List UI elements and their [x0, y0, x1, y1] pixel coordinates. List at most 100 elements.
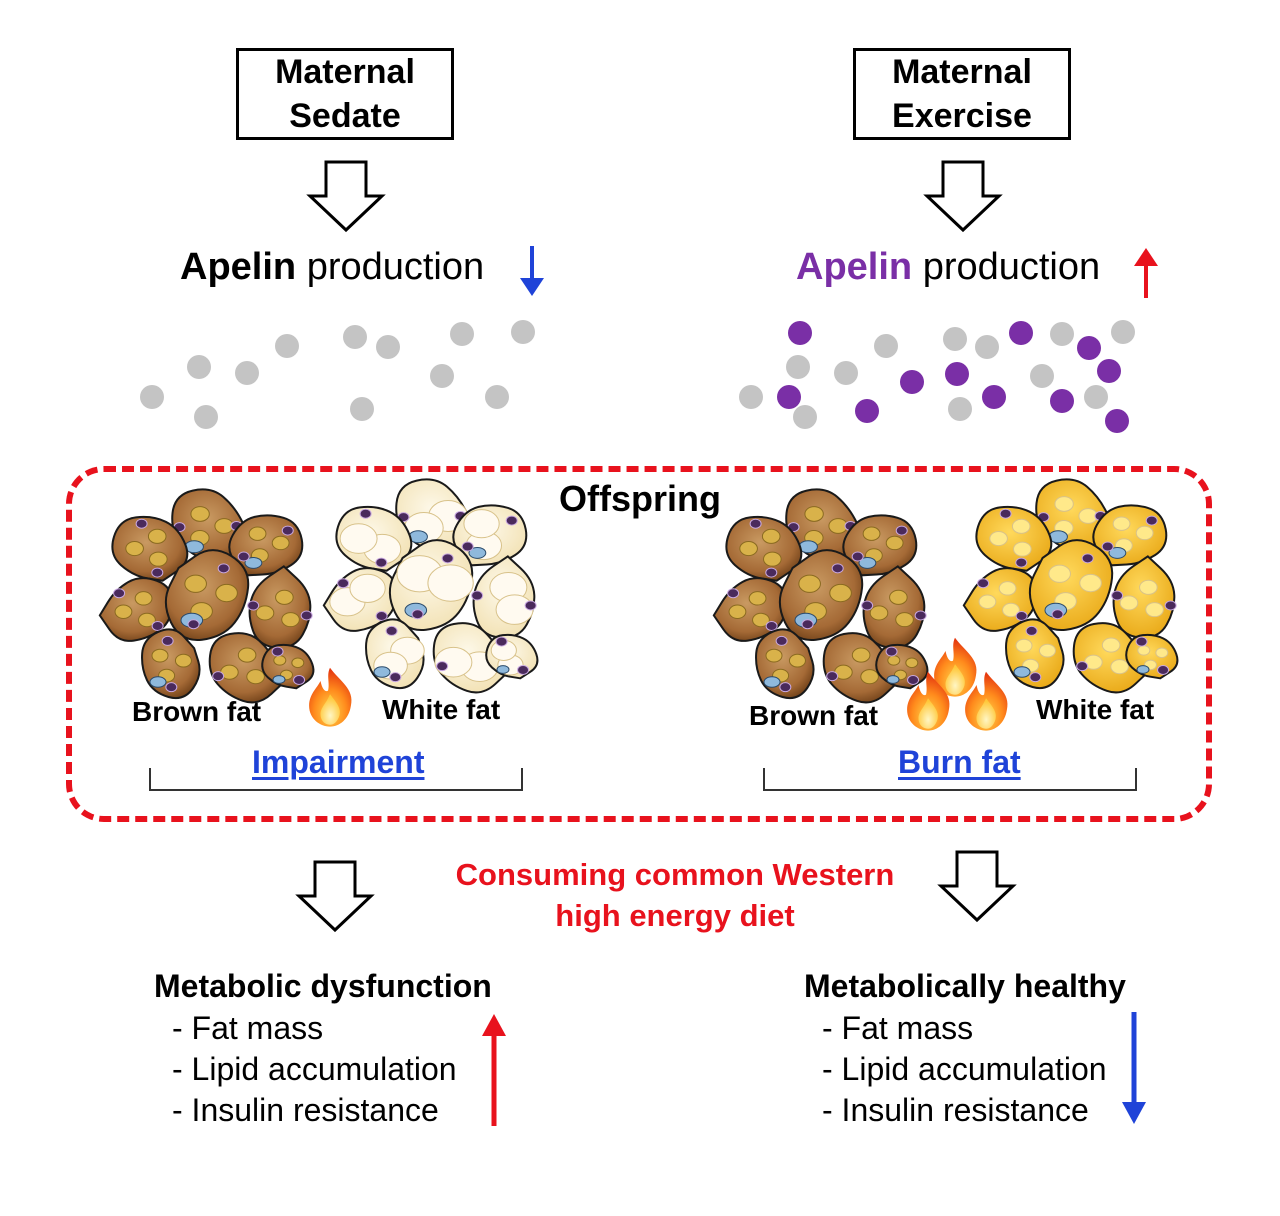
cell-nucleus — [1025, 625, 1038, 636]
cell-nucleus — [151, 567, 164, 578]
lipid-droplet — [114, 604, 133, 619]
lipid-droplet — [237, 647, 257, 663]
lipid-droplet — [1054, 496, 1074, 512]
cell-nucleus — [775, 635, 788, 646]
cell-nucleus — [1029, 672, 1042, 683]
lipid-droplet — [761, 528, 781, 544]
cell-nucleus — [436, 661, 449, 672]
lipid-droplet — [1137, 645, 1151, 656]
cell-nucleus — [977, 578, 990, 589]
bracket-right — [763, 768, 1137, 791]
lipid-droplet — [887, 655, 901, 666]
cell-nucleus — [749, 518, 762, 529]
lipid-droplet — [339, 523, 378, 554]
cell-nucleus — [375, 557, 388, 568]
cell-nucleus — [151, 621, 164, 632]
arrow-down-icon — [1122, 1012, 1146, 1124]
lipid-droplet — [989, 531, 1008, 547]
lipid-droplet — [860, 669, 879, 685]
apelin-molecules-left — [140, 320, 535, 429]
apelin-word: Apelin — [796, 246, 913, 288]
cell-nucleus — [471, 590, 484, 601]
brown-fat-label: Brown fat — [132, 696, 262, 727]
cell-nucleus — [161, 635, 174, 646]
mitochondrion — [1013, 666, 1031, 678]
cell-nucleus — [907, 674, 920, 685]
flame-icon — [309, 667, 352, 727]
cell-nucleus — [217, 563, 230, 574]
lipid-droplet — [869, 605, 889, 621]
lipid-droplet — [889, 589, 908, 605]
mitochondrion — [373, 666, 391, 678]
mitochondrion — [149, 676, 167, 688]
lipid-droplet — [829, 583, 852, 603]
cell-nucleus — [165, 682, 178, 693]
list-item: - Insulin resistance — [822, 1092, 1089, 1128]
lipid-droplet — [763, 551, 782, 567]
mitochondrion — [1108, 546, 1127, 559]
lipid-droplet — [851, 647, 871, 663]
cell-nucleus — [113, 588, 126, 599]
cell-nucleus — [441, 553, 454, 564]
list-item: - Lipid accumulation — [172, 1051, 457, 1087]
mitochondrion — [763, 676, 781, 688]
lipid-droplet — [752, 612, 770, 628]
cell-nucleus — [359, 508, 372, 519]
cell-nucleus — [765, 621, 778, 632]
diet-line-2: high energy diet — [555, 898, 795, 933]
cell-nucleus — [300, 610, 313, 621]
lipid-droplet — [1101, 637, 1121, 653]
beige-white-fat-tissue — [962, 478, 1179, 694]
condition-line-2: Sedate — [289, 97, 401, 135]
mitochondrion — [886, 675, 900, 684]
apelin-production-right: Apelin production — [796, 246, 1100, 289]
production-word: production — [922, 246, 1101, 288]
lipid-droplet — [1011, 518, 1031, 534]
cell-nucleus — [999, 508, 1012, 519]
cell-nucleus — [389, 672, 402, 683]
cell-nucleus — [1145, 515, 1158, 526]
lipid-droplet — [349, 573, 386, 603]
cell-nucleus — [461, 541, 474, 552]
lipid-droplet — [151, 648, 169, 663]
cell-nucleus — [885, 646, 898, 657]
lipid-droplet — [134, 591, 153, 606]
lipid-droplet — [1013, 541, 1032, 557]
apelin-word: Apelin — [180, 246, 297, 288]
white-fat-label: White fat — [1036, 694, 1155, 725]
cell-nucleus — [727, 588, 740, 599]
cell-nucleus — [1101, 541, 1114, 552]
mitochondrion — [1136, 665, 1150, 674]
list-item: - Insulin resistance — [172, 1092, 439, 1128]
cell-nucleus — [135, 518, 148, 529]
lipid-droplet — [978, 594, 997, 609]
cell-nucleus — [779, 682, 792, 693]
cell-nucleus — [1081, 553, 1094, 564]
lipid-droplet — [998, 581, 1017, 596]
lipid-droplet — [215, 583, 238, 603]
white-fat-label: White fat — [382, 694, 501, 725]
lipid-droplet — [728, 604, 747, 619]
adipocyte-cell — [822, 632, 900, 704]
list-item: - Fat mass — [822, 1010, 974, 1046]
lipid-droplet — [271, 535, 290, 551]
lipid-droplet — [1079, 573, 1102, 593]
cell-nucleus — [411, 609, 424, 620]
lipid-droplet — [1038, 643, 1056, 658]
cell-nucleus — [524, 600, 537, 611]
lipid-droplet — [1139, 579, 1158, 595]
lipid-droplet — [1135, 525, 1154, 541]
hollow-down-arrow-icon — [925, 160, 1001, 232]
lipid-droplet — [1155, 647, 1169, 659]
lipid-droplet — [905, 657, 919, 669]
lipid-droplet — [291, 657, 305, 669]
impairment-label: Impairment — [252, 744, 425, 780]
cell-nucleus — [1157, 664, 1170, 675]
lipid-droplet — [739, 541, 758, 557]
brown-fat-tissue — [712, 488, 929, 704]
cell-nucleus — [861, 600, 874, 611]
cell-nucleus — [385, 625, 398, 636]
cell-nucleus — [1164, 600, 1177, 611]
cell-nucleus — [851, 551, 864, 562]
